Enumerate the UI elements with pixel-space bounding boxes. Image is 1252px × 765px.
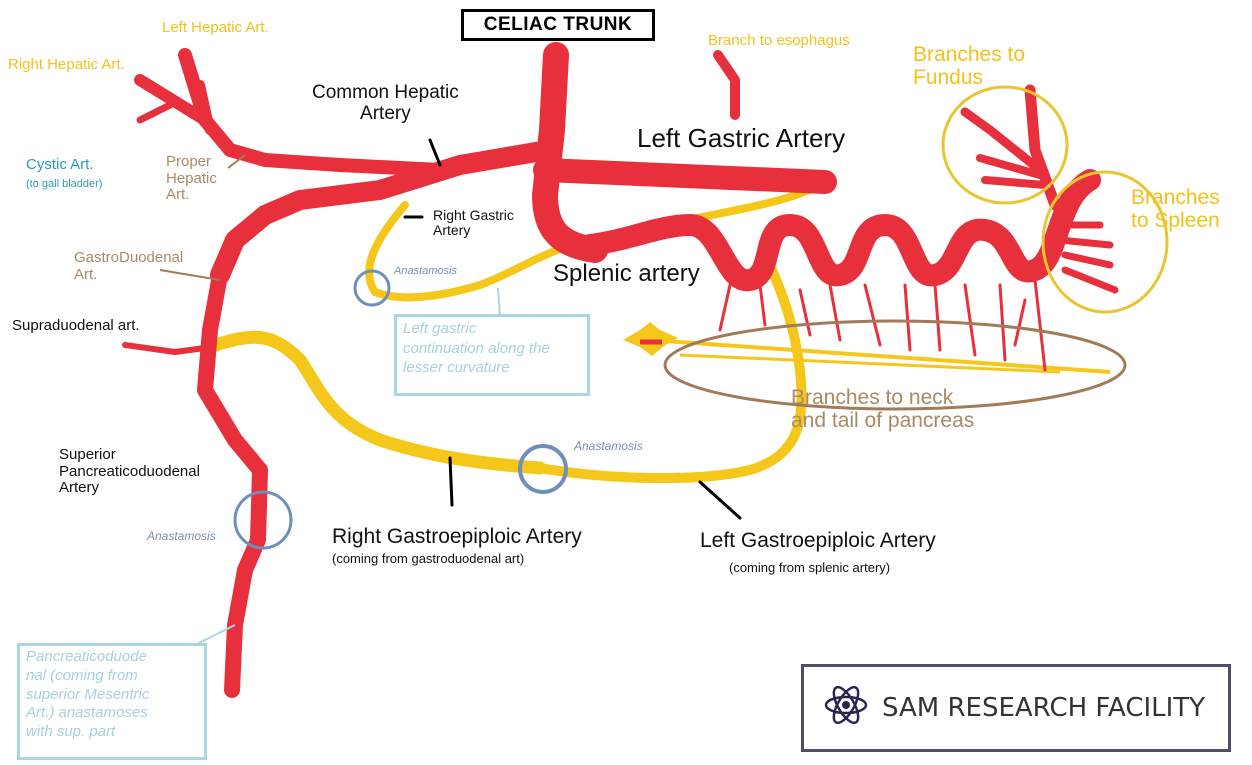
fundus-branch-4 — [985, 180, 1045, 185]
anastomosis-label-greater: Anastamosis — [574, 440, 643, 453]
pancreatic-branch-5 — [865, 285, 880, 345]
spleen-branch-3 — [1065, 255, 1110, 265]
pancreaticoduodenal-note: Pancreaticoduode nal (coming from superi… — [17, 643, 207, 760]
branch-esophagus-label: Branch to esophagus — [708, 33, 850, 50]
spleen-branch-2 — [1060, 240, 1110, 245]
left-gastroepiploic-sublabel: (coming from splenic artery) — [729, 561, 890, 575]
spleen-branch-4 — [1065, 270, 1115, 290]
brand-name: SAM RESEARCH FACILITY — [882, 693, 1205, 723]
celiac-trunk-title: CELIAC TRUNK — [461, 9, 655, 41]
right-gastroepiploic-label: Right Gastroepiploic Artery — [332, 525, 582, 548]
branches-pancreas-label: Branches to neck and tail of pancreas — [791, 386, 974, 432]
right-gastric-label: Right Gastric Artery — [433, 208, 514, 239]
branches-fundus-label: Branches to Fundus — [913, 43, 1025, 89]
pancreatic-branch-11 — [1015, 300, 1025, 345]
common-hepatic-label: Common Hepatic Artery — [312, 83, 459, 125]
supraduodenal-vessel — [125, 345, 205, 352]
proper-hepatic-label: Proper Hepatic Art. — [166, 154, 217, 204]
pancreatic-branch-10 — [1035, 280, 1045, 370]
pancreatic-branch-8 — [965, 285, 975, 355]
brand-box: SAM RESEARCH FACILITY — [801, 664, 1231, 752]
atom-icon — [824, 683, 868, 734]
pointer-right-gastroepiploic — [450, 458, 452, 505]
left-gastric-label: Left Gastric Artery — [637, 124, 845, 153]
branches-spleen-label: Branches to Spleen — [1131, 186, 1220, 232]
esophagus-branch-vessel — [718, 55, 735, 115]
pancreatic-branch-9 — [1000, 285, 1005, 360]
pointer-left-gastroepiploic — [700, 482, 740, 518]
superior-pancreaticoduodenal-label: Superior Pancreaticoduodenal Artery — [59, 447, 200, 497]
cystic-label: Cystic Art. — [26, 157, 94, 174]
pancreas-star — [623, 322, 678, 356]
pancreaticoduodenal-note-text: Pancreaticoduode nal (coming from superi… — [26, 648, 149, 740]
splenic-artery-label: Splenic artery — [553, 261, 700, 287]
pancreatic-branch-2 — [760, 285, 765, 325]
left-hepatic-label: Left Hepatic Art. — [162, 20, 269, 37]
gastroduodenal-label: GastroDuodenal Art. — [74, 250, 183, 283]
right-gastroepiploic-sublabel: (coming from gastroduodenal art) — [332, 552, 524, 566]
supraduodenal-label: Supraduodenal art. — [12, 318, 140, 335]
pancreatic-branch-7 — [935, 285, 940, 350]
anastomosis-label-lesser: Anastamosis — [394, 265, 457, 277]
pancreatic-branch-6 — [905, 285, 910, 350]
pointer-common-hepatic — [430, 140, 440, 165]
pancreatic-branch-3 — [800, 290, 810, 335]
left-gastroepiploic-label: Left Gastroepiploic Artery — [700, 529, 936, 552]
pancreatic-branch-4 — [830, 285, 840, 340]
right-hepatic-label: Right Hepatic Art. — [8, 57, 125, 74]
lesser-curvature-note-text: Left gastric continuation along the less… — [403, 320, 550, 376]
cystic-vessel — [140, 105, 170, 120]
pancreatic-branch-1 — [720, 285, 730, 330]
lesser-curvature-note: Left gastric continuation along the less… — [394, 314, 590, 396]
cystic-sublabel: (to gall bladder) — [26, 178, 102, 190]
pointer-lesser-curvature-note — [498, 288, 500, 316]
left-gastric-vessel — [545, 170, 825, 182]
anastomosis-label-duodenal: Anastamosis — [147, 530, 216, 543]
